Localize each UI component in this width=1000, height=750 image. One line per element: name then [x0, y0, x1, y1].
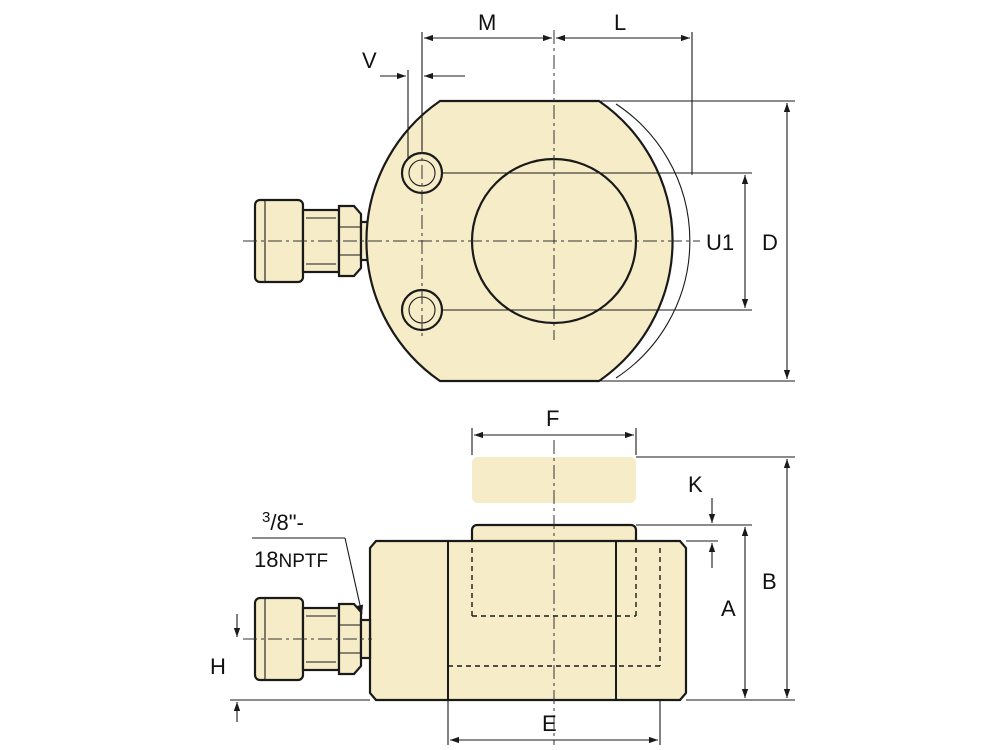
dim-label-m: M	[478, 10, 496, 35]
plunger-extended	[472, 457, 636, 503]
side-view: F K A B E H 3/8"- 18NPTF	[210, 406, 795, 745]
dim-label-b: B	[762, 569, 777, 594]
top-view: M L V U1 D	[243, 10, 795, 383]
side-body	[368, 539, 688, 702]
port-label-line1: 3/8"-	[262, 509, 304, 535]
dim-label-f: F	[546, 406, 559, 431]
dim-label-u1: U1	[706, 230, 734, 255]
dim-label-v: V	[362, 48, 377, 73]
dim-label-k: K	[688, 472, 703, 497]
dim-label-e: E	[542, 711, 557, 736]
dim-label-l: L	[614, 10, 626, 35]
dim-label-h: H	[210, 654, 226, 679]
port-label-line2: 18NPTF	[254, 547, 328, 572]
dim-label-d: D	[762, 230, 778, 255]
dim-label-a: A	[721, 596, 736, 621]
